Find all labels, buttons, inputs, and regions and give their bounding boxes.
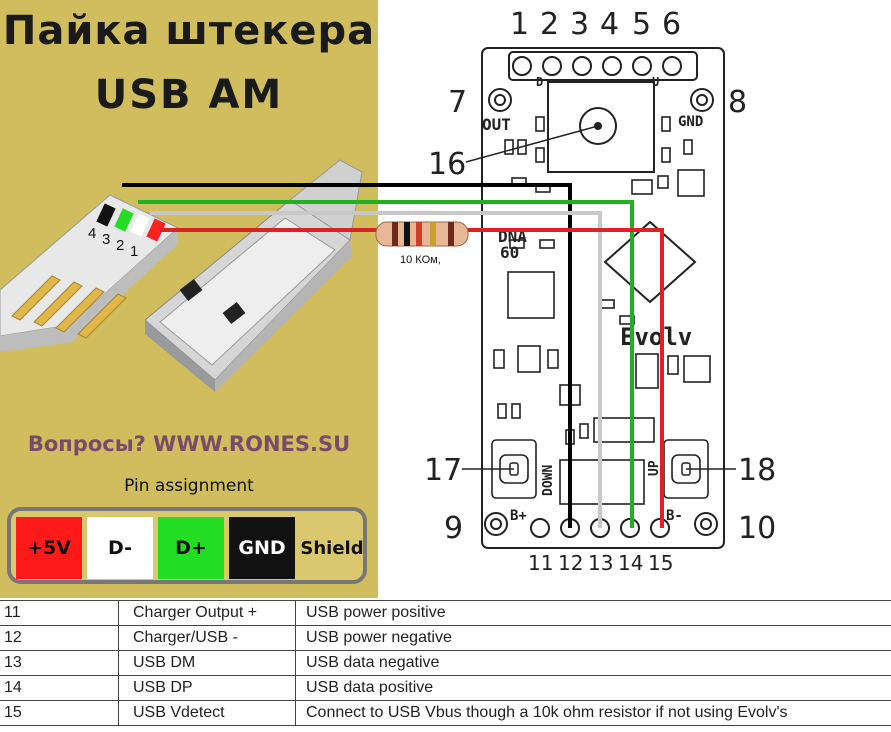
silk-d: D [536, 75, 543, 89]
table-name: USB DP [118, 675, 296, 701]
plug-pin-3: 3 [102, 231, 110, 248]
wire-dminus-gray [150, 211, 602, 528]
table-row: 14 USB DP USB data positive [0, 675, 891, 701]
questions-link[interactable]: Вопросы? WWW.RONES.SU [27, 432, 351, 456]
table-row: 12 Charger/USB - USB power negative [0, 625, 891, 651]
pin-gnd: GND [229, 517, 295, 579]
bottom-pin-14: 14 [618, 551, 643, 575]
instruction-panel: Пайка штекера USB AM Вопросы? WWW.RONES.… [0, 0, 378, 598]
top-pin-2: 2 [540, 7, 559, 42]
plug-pin-4: 4 [88, 225, 96, 242]
label-18: 18 [738, 453, 776, 488]
table-name: USB Vdetect [118, 700, 296, 726]
label-9: 9 [444, 511, 463, 546]
pin-legend: +5V D- D+ GND Shield [7, 507, 367, 584]
silk-u: U [652, 75, 659, 89]
usb-plug-closed-illustration [144, 159, 363, 392]
top-pin-6: 6 [662, 7, 681, 42]
pin-spec-table: 11 Charger Output + USB power positive 1… [0, 600, 891, 726]
bottom-pin-13: 13 [588, 551, 613, 575]
wire-dplus-green [138, 200, 634, 528]
table-desc: Connect to USB Vbus though a 10k ohm res… [295, 700, 891, 726]
resistor-label: 10 КОм, [400, 254, 441, 266]
plug-pin-2: 2 [116, 237, 124, 254]
silk-b-plus: B+ [510, 508, 527, 524]
table-pin: 12 [0, 625, 119, 651]
silk-down: DOWN [541, 465, 556, 496]
silk-out: OUT [482, 115, 511, 134]
title-line-1: Пайка штекера [2, 8, 376, 54]
table-name: Charger Output + [118, 600, 296, 626]
pin-assignment-label: Pin assignment [124, 476, 254, 496]
table-row: 11 Charger Output + USB power positive [0, 600, 891, 626]
silk-b-minus: B- [666, 508, 683, 524]
pin-d-minus: D- [87, 517, 153, 579]
pin-d-plus: D+ [158, 517, 224, 579]
label-16: 16 [428, 147, 466, 182]
top-pin-3: 3 [570, 7, 589, 42]
bottom-pin-12: 12 [558, 551, 583, 575]
table-desc: USB data negative [295, 650, 891, 676]
table-pin: 14 [0, 675, 119, 701]
pin-shield: Shield [300, 537, 364, 559]
bottom-pin-11: 11 [528, 551, 553, 575]
wire-gnd-black [122, 183, 572, 528]
table-row: 13 USB DM USB data negative [0, 650, 891, 676]
top-pin-4: 4 [600, 7, 619, 42]
top-pin-1: 1 [510, 7, 529, 42]
label-8: 8 [728, 85, 747, 120]
bottom-pin-15: 15 [648, 551, 673, 575]
top-pin-5: 5 [632, 7, 651, 42]
label-7: 7 [448, 85, 467, 120]
table-desc: USB data positive [295, 675, 891, 701]
table-pin: 15 [0, 700, 119, 726]
label-17: 17 [424, 453, 462, 488]
table-pin: 11 [0, 600, 119, 626]
table-desc: USB power negative [295, 625, 891, 651]
label-10: 10 [738, 511, 776, 546]
table-pin: 13 [0, 650, 119, 676]
silk-up: UP [647, 460, 662, 476]
usb-plug-open-illustration: 4 3 2 1 [0, 194, 179, 352]
wire-5v-red-to-pin15 [464, 228, 664, 528]
wiring-diagram: 4 3 2 1 [0, 7, 776, 575]
table-name: USB DM [118, 650, 296, 676]
silk-dna-number: 60 [500, 243, 519, 262]
plug-pin-1: 1 [130, 243, 138, 260]
title-line-2: USB AM [94, 72, 284, 118]
table-name: Charger/USB - [118, 625, 296, 651]
resistor [375, 221, 469, 247]
table-desc: USB power positive [295, 600, 891, 626]
table-row: 15 USB Vdetect Connect to USB Vbus thoug… [0, 700, 891, 726]
silk-gnd: GND [678, 114, 703, 130]
pin-5v: +5V [16, 517, 82, 579]
